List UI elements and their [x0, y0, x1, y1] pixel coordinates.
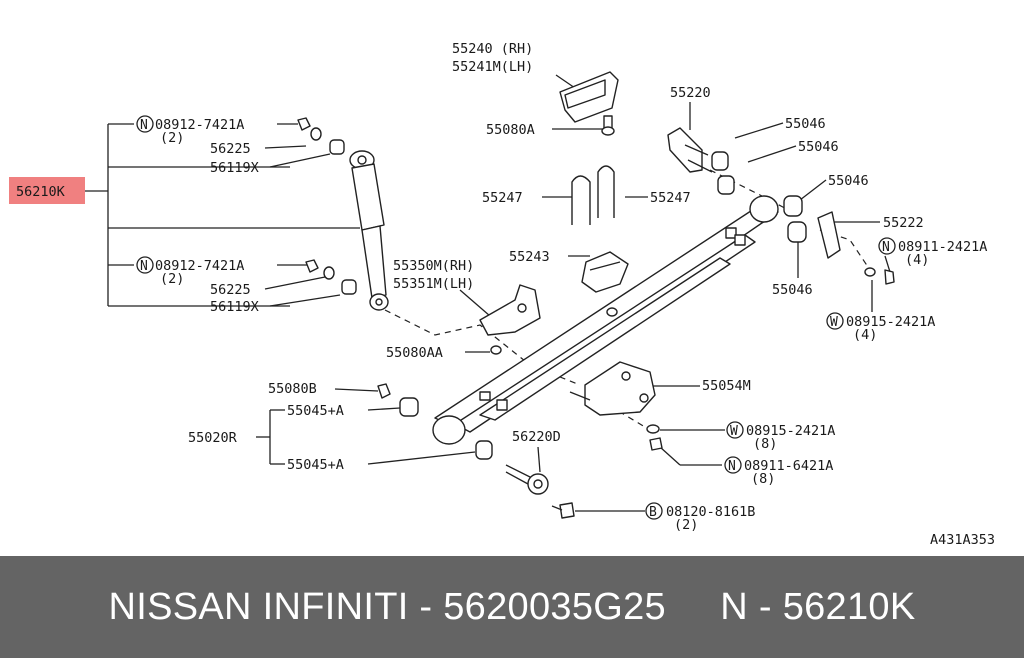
label-bolt-56220d-qty: (2)	[674, 517, 698, 533]
label-bolt-56220d[interactable]: 08120-8161B	[666, 504, 755, 520]
washer-symbol: W	[830, 315, 838, 330]
label-55243[interactable]: 55243	[509, 249, 550, 265]
label-55054m[interactable]: 55054M	[702, 378, 751, 394]
assembly-dashed-lines	[384, 169, 871, 431]
label-55046-c[interactable]: 55046	[828, 173, 869, 189]
part-number-caption: NISSAN INFINITI - 5620035G25 N - 56210K	[108, 585, 916, 628]
footer-banner: NISSAN INFINITI - 5620035G25 N - 56210K	[0, 556, 1024, 658]
spring-pin	[505, 464, 575, 519]
spring-clamp-plate	[581, 251, 629, 293]
nut-symbol: N	[140, 118, 148, 133]
washer-symbol: W	[730, 424, 738, 439]
label-55046-b[interactable]: 55046	[798, 139, 839, 155]
label-washer-55054m-qty: (8)	[753, 436, 777, 452]
label-nut-bottom-qty: (2)	[160, 271, 184, 287]
label-nut-bottom[interactable]: 08912-7421A	[155, 258, 244, 274]
drawing-code: A431A353	[930, 532, 995, 548]
label-55240[interactable]: 55240 (RH)	[452, 41, 533, 57]
label-56225-top[interactable]: 56225	[210, 141, 251, 157]
label-nut-top[interactable]: 08912-7421A	[155, 117, 244, 133]
u-bolts	[571, 165, 615, 225]
label-nut-55054m[interactable]: 08911-6421A	[744, 458, 833, 474]
label-55080b[interactable]: 55080B	[268, 381, 317, 397]
spring-seat-bracket	[559, 71, 619, 136]
label-56119x-bottom[interactable]: 56119X	[210, 299, 259, 315]
label-55080aa[interactable]: 55080AA	[386, 345, 443, 361]
front-spring-bracket	[479, 284, 541, 355]
leaf-spring	[432, 195, 779, 445]
bolt-symbol: B	[649, 505, 657, 520]
label-55080a[interactable]: 55080A	[486, 122, 535, 138]
label-washer-55222[interactable]: 08915-2421A	[846, 314, 935, 330]
label-55045-top[interactable]: 55045+A	[287, 403, 344, 419]
part-leader-lines	[256, 74, 891, 512]
label-55241m[interactable]: 55241M(LH)	[452, 59, 533, 75]
nut-symbol: N	[728, 459, 736, 474]
label-nut-top-qty: (2)	[160, 130, 184, 146]
label-55046-d[interactable]: 55046	[772, 282, 813, 298]
label-nut-55222[interactable]: 08911-2421A	[898, 239, 987, 255]
label-55045-bottom[interactable]: 55045+A	[287, 457, 344, 473]
rear-shackle	[667, 127, 895, 285]
label-washer-55054m[interactable]: 08915-2421A	[746, 423, 835, 439]
label-55247-right[interactable]: 55247	[650, 190, 691, 206]
label-55222[interactable]: 55222	[883, 215, 924, 231]
callout-56210k[interactable]: 56210K	[16, 184, 66, 200]
nut-symbol: N	[140, 259, 148, 274]
symbol-circles	[136, 115, 896, 520]
label-nut-55222-qty: (4)	[905, 252, 929, 268]
label-56225-bottom[interactable]: 56225	[210, 282, 251, 298]
front-bushings	[377, 383, 493, 460]
shock-absorber	[297, 117, 389, 311]
parts-diagram: 56210K N N N W W N B 08912-7421A (2) 562…	[9, 41, 995, 548]
label-55350m[interactable]: 55350M(RH)	[393, 258, 474, 274]
label-washer-55222-qty: (4)	[853, 327, 877, 343]
axle-spring-seat	[569, 361, 663, 451]
label-55351m[interactable]: 55351M(LH)	[393, 276, 474, 292]
label-56119x-top[interactable]: 56119X	[210, 160, 259, 176]
nut-symbol: N	[882, 240, 890, 255]
label-55046-a[interactable]: 55046	[785, 116, 826, 132]
label-55220[interactable]: 55220	[670, 85, 711, 101]
shock-leader-lines	[85, 123, 360, 307]
label-55247-left[interactable]: 55247	[482, 190, 523, 206]
label-56220d[interactable]: 56220D	[512, 429, 561, 445]
label-55020r[interactable]: 55020R	[188, 430, 238, 446]
label-nut-55054m-qty: (8)	[751, 471, 775, 487]
highlighted-callout-box[interactable]	[9, 177, 85, 204]
